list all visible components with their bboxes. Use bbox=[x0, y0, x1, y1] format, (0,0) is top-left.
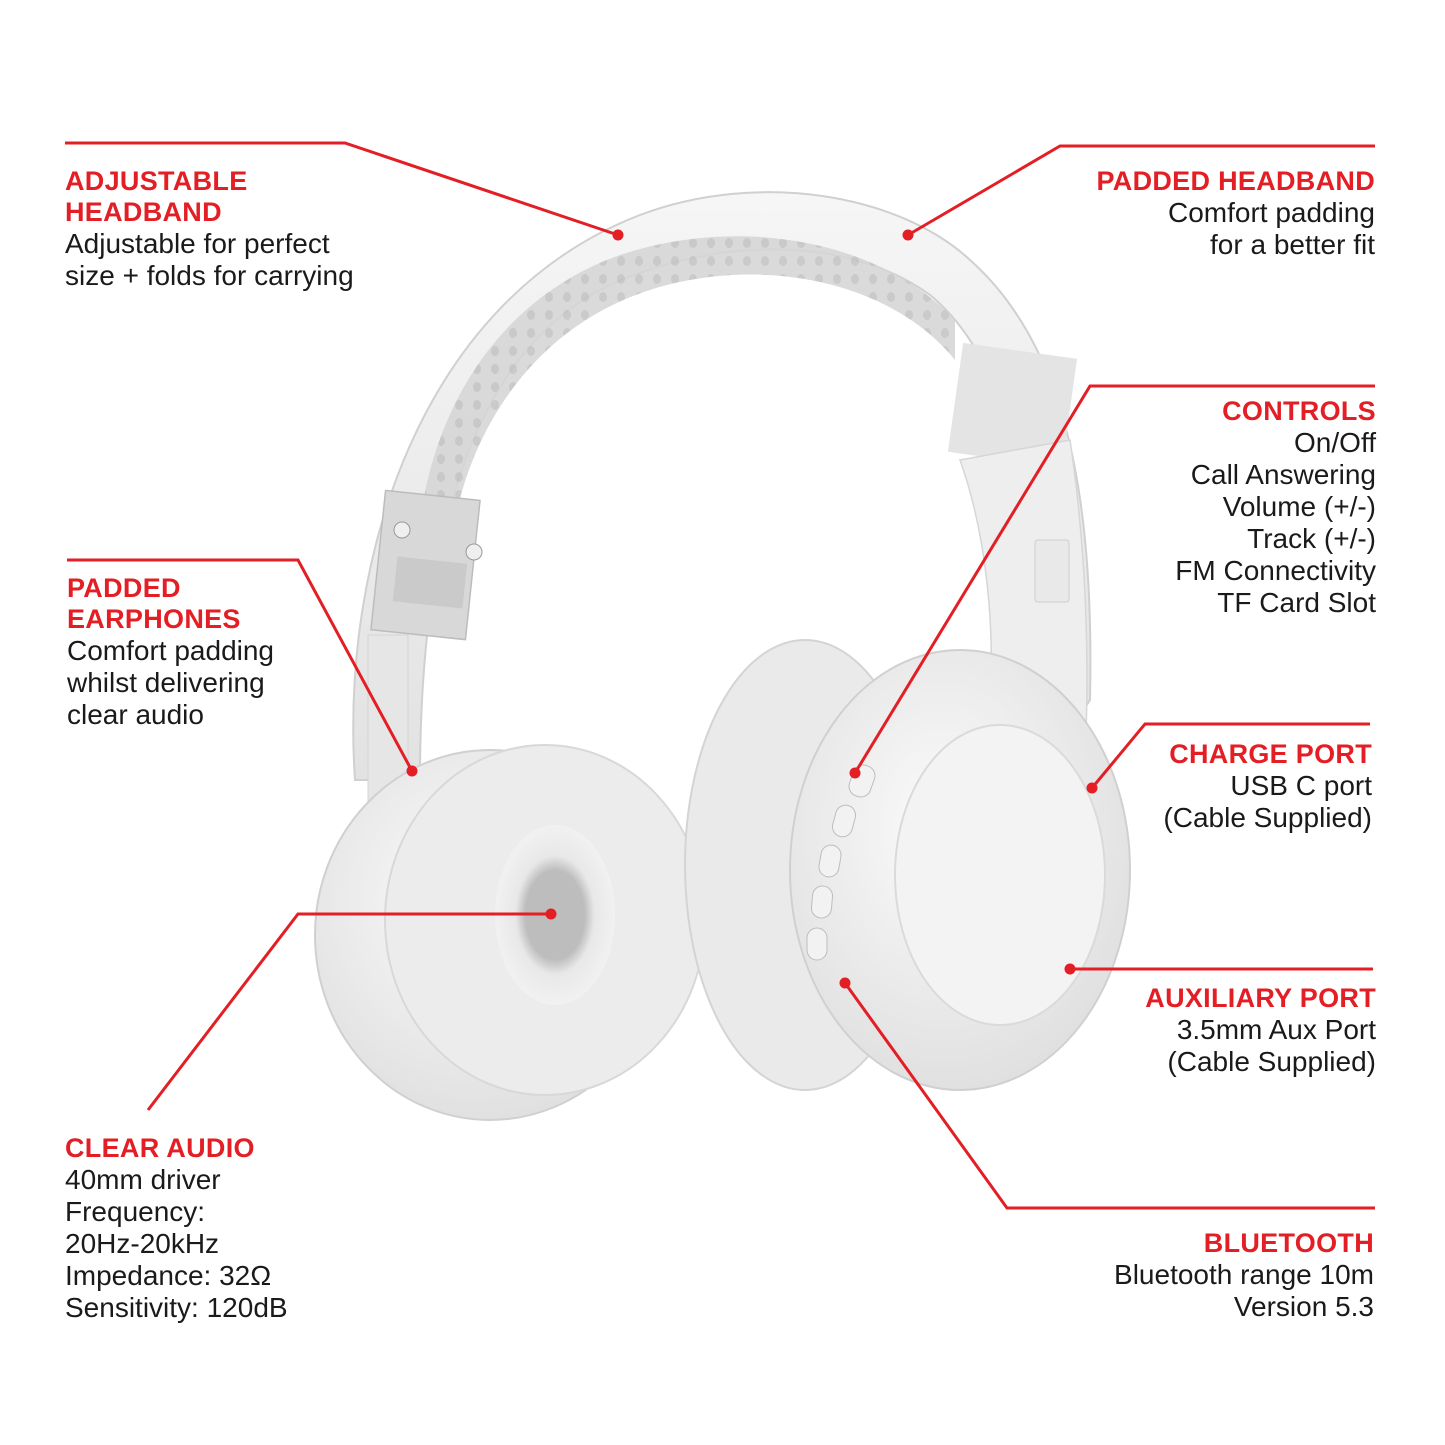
callout-text: 20Hz-20kHz bbox=[65, 1228, 220, 1259]
callout-title: BLUETOOTH bbox=[1203, 1228, 1374, 1258]
callout-padded-headband: PADDED HEADBAND Comfort padding for a be… bbox=[1096, 166, 1375, 261]
callout-text: TF Card Slot bbox=[1217, 587, 1376, 618]
callout-title: PADDED HEADBAND bbox=[1096, 166, 1375, 196]
callout-text: 3.5mm Aux Port bbox=[1176, 1014, 1376, 1045]
callout-text: On/Off bbox=[1294, 427, 1376, 458]
callout-title: CONTROLS bbox=[1222, 396, 1376, 426]
callout-title: HEADBAND bbox=[65, 197, 222, 227]
callout-text: Adjustable for perfect bbox=[65, 228, 330, 259]
headband bbox=[352, 191, 1092, 781]
leader-lines bbox=[65, 141, 1375, 1210]
callout-text: Sensitivity: 120dB bbox=[65, 1292, 288, 1323]
right-cup-plate bbox=[894, 724, 1106, 1026]
callout-title: EARPHONES bbox=[67, 604, 241, 634]
callout-title: CLEAR AUDIO bbox=[65, 1133, 255, 1163]
callout-charge-port: CHARGE PORT USB C port (Cable Supplied) bbox=[1163, 739, 1372, 834]
callout-text: (Cable Supplied) bbox=[1167, 1046, 1376, 1077]
callout-auxiliary-port: AUXILIARY PORT 3.5mm Aux Port (Cable Sup… bbox=[1145, 983, 1376, 1078]
leader-dots bbox=[406, 229, 1098, 989]
callout-text: 40mm driver bbox=[65, 1164, 221, 1195]
leader-padded-headband bbox=[907, 144, 1375, 237]
callout-text: Call Answering bbox=[1190, 459, 1376, 490]
leader-bluetooth bbox=[843, 982, 1375, 1210]
tf-card-slot-cover bbox=[1034, 539, 1070, 603]
callout-text: Frequency: bbox=[65, 1196, 206, 1227]
callout-text: Impedance: 32Ω bbox=[65, 1260, 272, 1291]
callout-title: PADDED bbox=[67, 573, 181, 603]
power-button bbox=[806, 927, 828, 961]
callout-text: Volume (+/-) bbox=[1222, 491, 1376, 522]
callout-text: (Cable Supplied) bbox=[1163, 802, 1372, 833]
callout-title: ADJUSTABLE bbox=[65, 166, 248, 196]
callout-controls: CONTROLS On/Off Call Answering Volume (+… bbox=[1175, 396, 1376, 619]
callout-text: Version 5.3 bbox=[1233, 1291, 1374, 1322]
leader-clear-audio bbox=[146, 912, 551, 1111]
callout-clear-audio: CLEAR AUDIO 40mm driver Frequency: 20Hz-… bbox=[65, 1133, 288, 1324]
leader-charge-port bbox=[1090, 722, 1370, 789]
callout-text: FM Connectivity bbox=[1175, 555, 1376, 586]
right-ear-cup bbox=[684, 639, 1131, 1091]
left-ear-cup bbox=[314, 744, 706, 1121]
play-pause-button bbox=[818, 844, 842, 878]
callout-text: for a better fit bbox=[1210, 229, 1375, 260]
callout-text: size + folds for carrying bbox=[65, 260, 354, 291]
callout-bluetooth: BLUETOOTH Bluetooth range 10m Version 5.… bbox=[1114, 1228, 1374, 1323]
callout-text: Bluetooth range 10m bbox=[1114, 1259, 1374, 1290]
leader-adjustable-headband bbox=[65, 141, 619, 237]
callout-padded-earphones: PADDED EARPHONES Comfort padding whilst … bbox=[67, 573, 274, 731]
callout-text: whilst delivering bbox=[67, 667, 265, 698]
callout-adjustable-headband: ADJUSTABLE HEADBAND Adjustable for perfe… bbox=[65, 166, 354, 292]
callout-text: Comfort padding bbox=[1167, 197, 1375, 228]
callout-text: USB C port bbox=[1230, 770, 1372, 801]
callout-text: clear audio bbox=[67, 699, 204, 730]
callout-text: Track (+/-) bbox=[1247, 523, 1376, 554]
callout-title: AUXILIARY PORT bbox=[1145, 983, 1376, 1013]
leader-padded-earphones bbox=[67, 558, 414, 772]
callout-text: Comfort padding bbox=[67, 635, 275, 666]
leader-controls bbox=[853, 384, 1375, 774]
volume-down-button bbox=[831, 804, 857, 838]
callout-title: CHARGE PORT bbox=[1169, 739, 1372, 769]
volume-up-button bbox=[810, 885, 834, 919]
